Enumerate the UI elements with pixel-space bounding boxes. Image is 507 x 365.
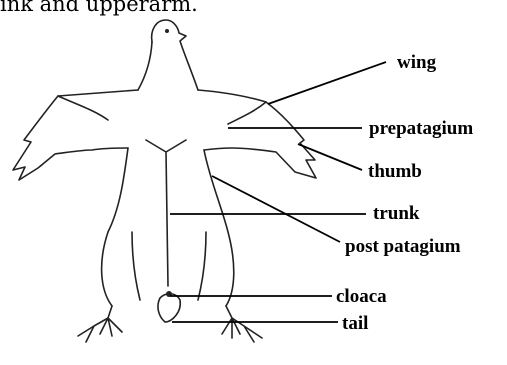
- sternum: [146, 140, 186, 286]
- bird-eye: [165, 29, 169, 33]
- inner-right-leg: [198, 232, 206, 300]
- pointer-wing: [268, 62, 386, 104]
- right-foot: [222, 306, 262, 342]
- pointer-post-patagium: [212, 176, 340, 242]
- pointer-thumb: [298, 144, 362, 170]
- body-right: [204, 150, 234, 306]
- left-wing-inner: [58, 96, 108, 120]
- label-trunk: trunk: [373, 203, 420, 224]
- inner-left-leg: [132, 232, 140, 300]
- label-wing: wing: [397, 52, 437, 73]
- bird-head: [152, 20, 198, 90]
- right-wing: [198, 90, 316, 178]
- body-left: [102, 148, 128, 306]
- label-thumb: thumb: [368, 161, 422, 182]
- tail-shape: [158, 294, 180, 322]
- label-post-patagium: post patagium: [345, 236, 461, 257]
- label-cloaca: cloaca: [336, 286, 387, 307]
- label-prepatagium: prepatagium: [369, 118, 473, 139]
- left-foot: [78, 306, 122, 342]
- bird-neck-left: [138, 42, 152, 90]
- right-wing-inner: [228, 102, 266, 124]
- label-tail: tail: [342, 313, 368, 334]
